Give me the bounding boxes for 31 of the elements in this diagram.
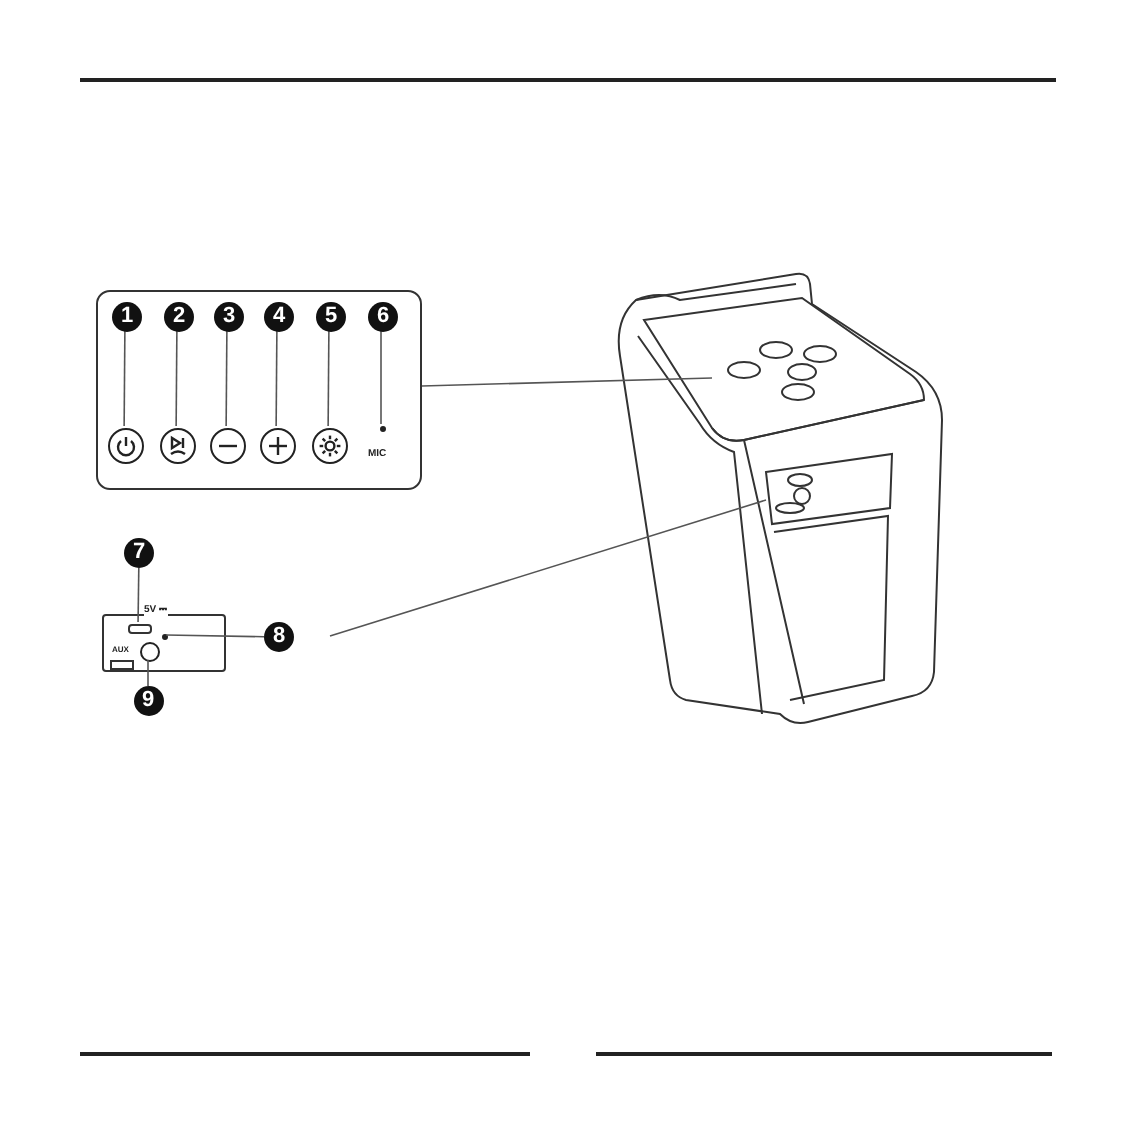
leader-line — [123, 329, 126, 427]
leader-line — [275, 329, 278, 427]
callout-number: 4 — [264, 302, 294, 332]
callout-number: 7 — [124, 538, 154, 568]
leader-line — [175, 329, 178, 427]
callout-number: 8 — [264, 622, 294, 652]
callout-number: 5 — [316, 302, 346, 332]
play-call-button — [160, 428, 196, 464]
microphone-hole — [380, 426, 386, 432]
leader-line — [225, 329, 228, 427]
leader-line — [421, 377, 713, 387]
aux-jack — [140, 642, 160, 662]
leader-line — [147, 659, 149, 687]
leader-line — [329, 499, 767, 637]
leader-line — [137, 567, 140, 623]
leader-line — [165, 634, 265, 638]
callout-number: 3 — [214, 302, 244, 332]
volume-down-button — [210, 428, 246, 464]
port-panel-inset — [102, 614, 226, 672]
light-button — [312, 428, 348, 464]
leader-line — [380, 329, 382, 425]
button-panel-inset — [96, 290, 422, 490]
callout-number: 9 — [133, 686, 163, 716]
power-button — [108, 428, 144, 464]
micro-usb-port — [128, 624, 152, 634]
callout-number: 6 — [368, 302, 398, 332]
leader-line — [327, 329, 330, 427]
volume-up-button — [260, 428, 296, 464]
callout-number: 1 — [112, 302, 142, 332]
indicator-light — [162, 634, 168, 640]
callout-number: 2 — [164, 302, 194, 332]
